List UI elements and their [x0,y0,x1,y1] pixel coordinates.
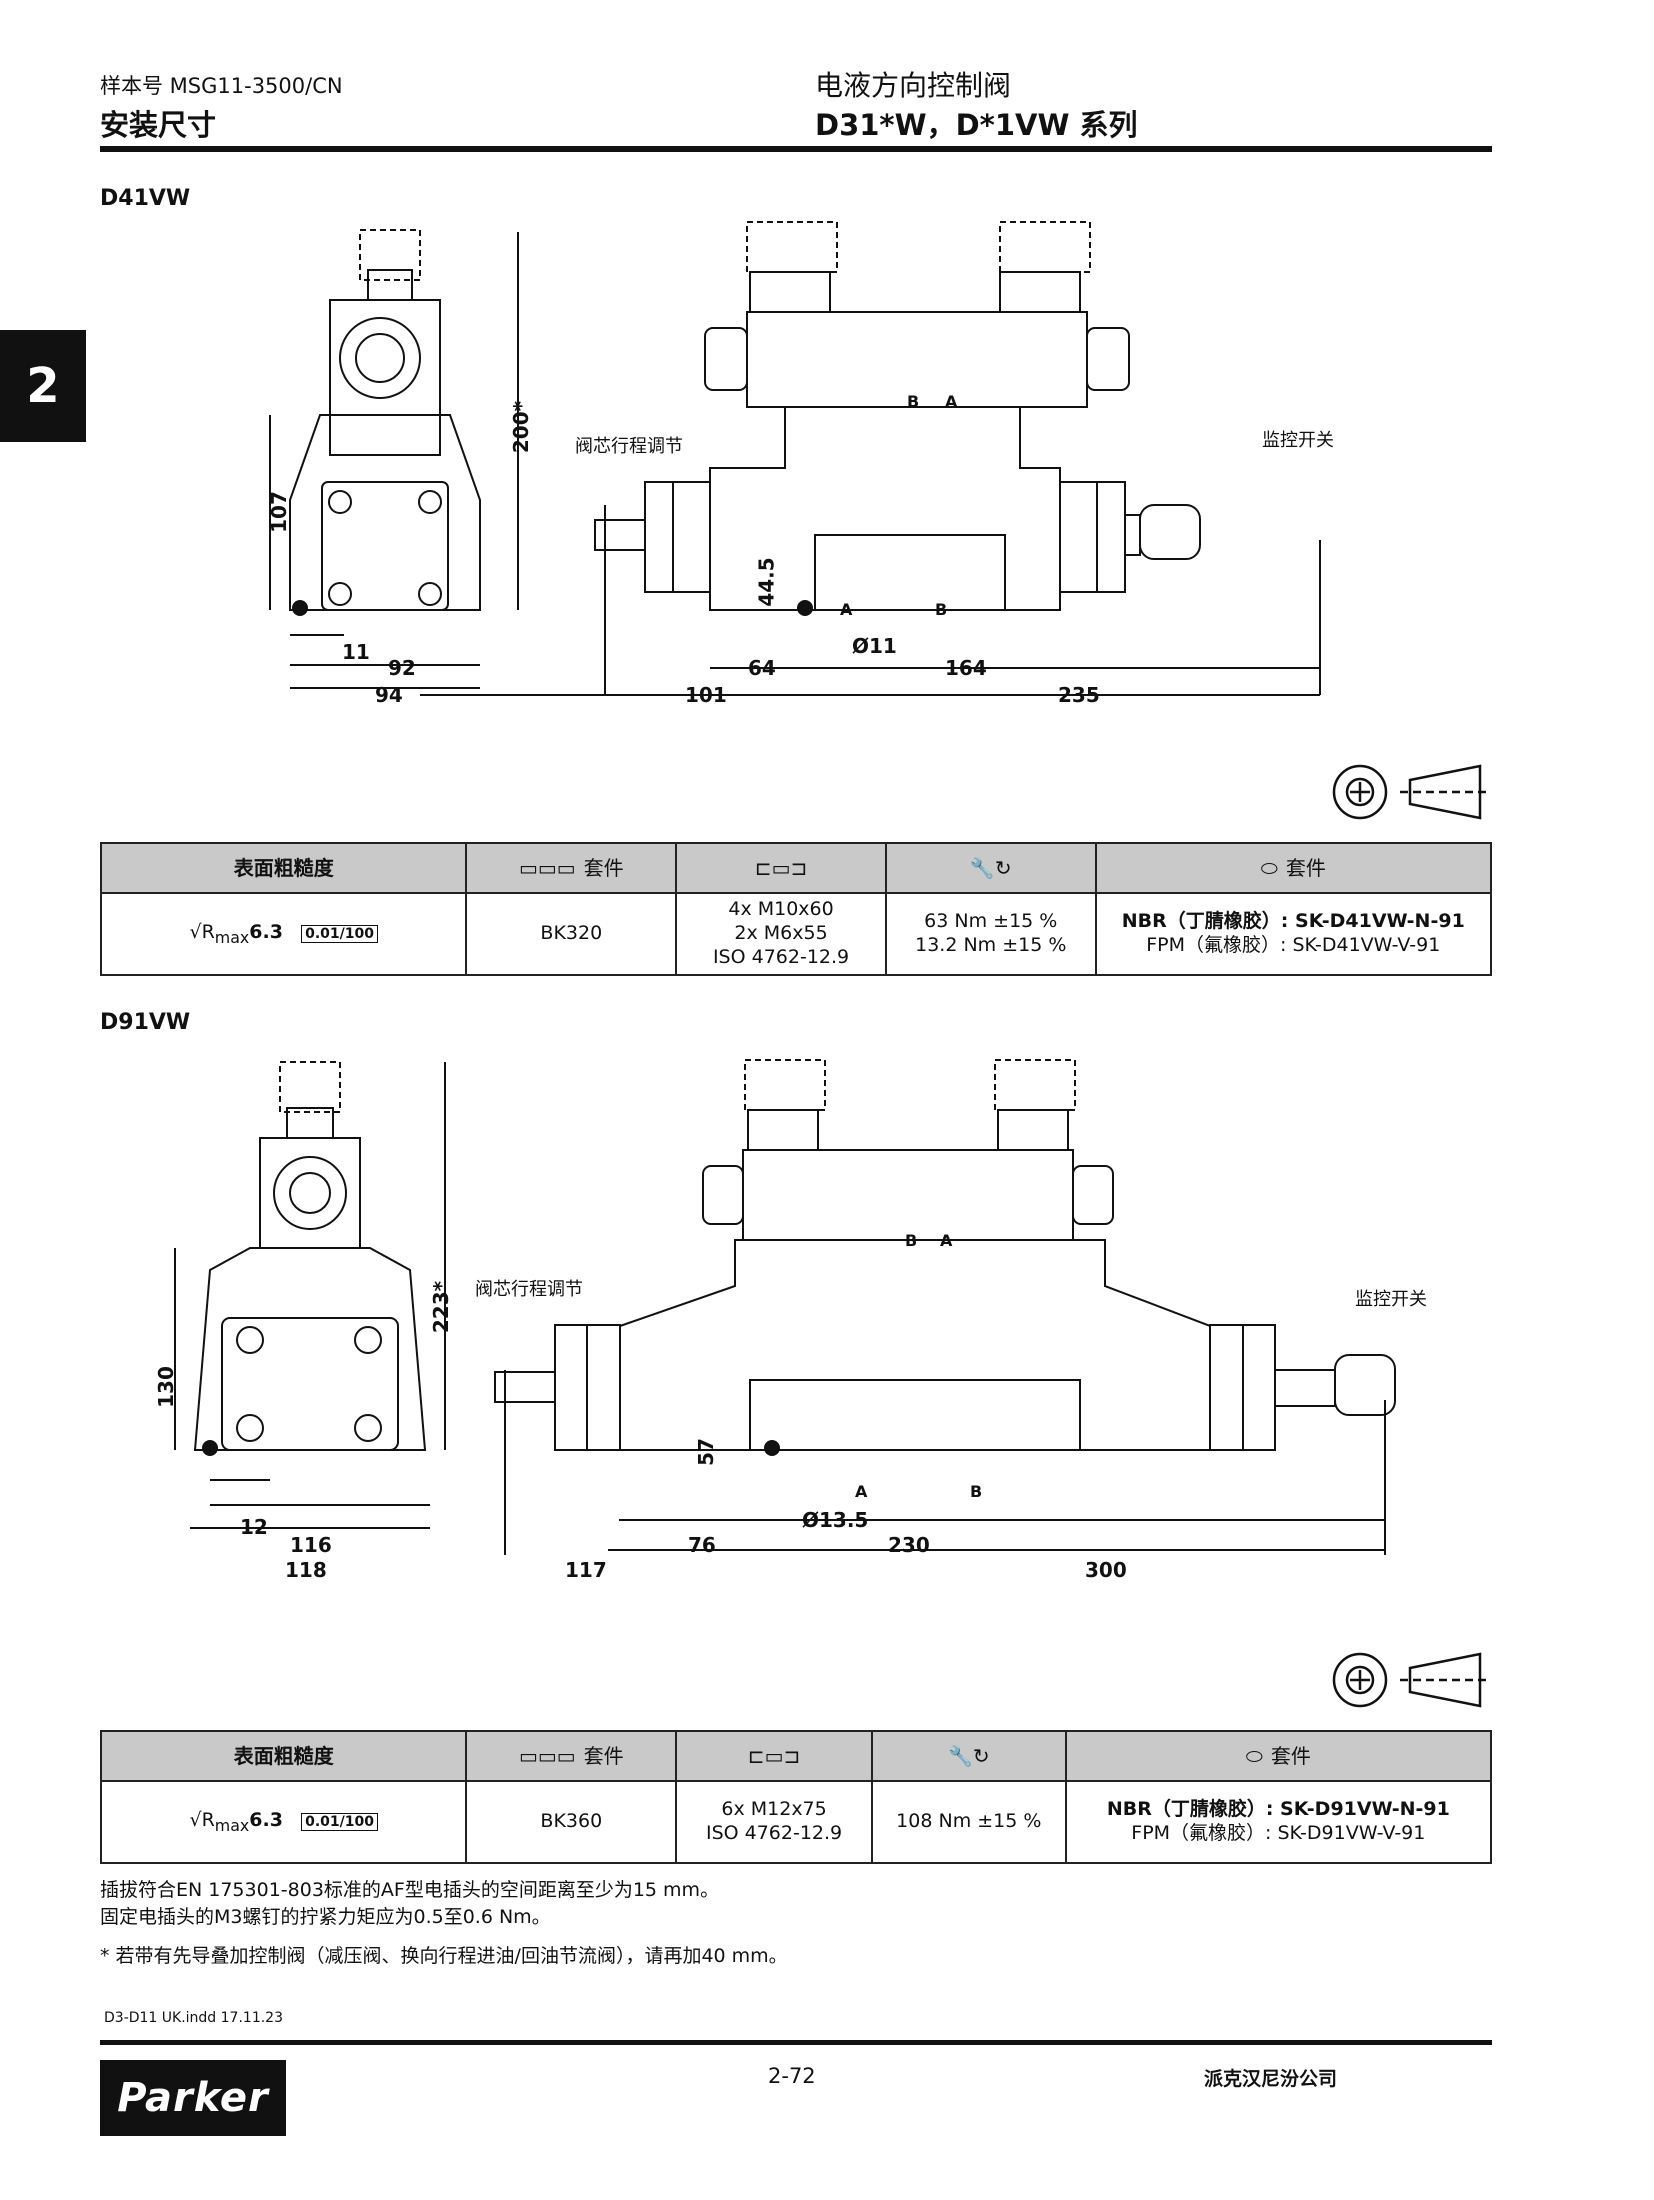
d91-spool-adjust-callout: 阀芯行程调节 [475,1279,583,1300]
footer-rule [100,2040,1492,2045]
d91-dim-130: 130 [153,1366,178,1408]
bolt-caliper-icon: ⊏▭⊐ [747,1743,801,1768]
d91-torque-value: 108 Nm ±15 % [870,1780,1067,1864]
d91-projection-symbol [1332,1652,1488,1708]
section-title: 安装尺寸 [100,108,217,142]
d41-kit-value: BK320 [465,892,678,976]
d91-dim-117: 117 [565,1558,607,1582]
d91-spec-table: 表面粗糙度 ▭▭▭套件 ⊏▭⊐ 🔧↻ ⬭套件 √Rmax6.3 0.01/100… [99,1730,1493,1864]
d91-dim-223: 223* [429,1280,454,1334]
d41-dim-107: 107 [266,491,291,533]
d91-th-bolts: ⊏▭⊐ [675,1730,873,1782]
header-rule [100,146,1492,152]
d41-roughness-cell: √Rmax6.3 0.01/100 [99,892,468,976]
d41-datum-mark-front [797,600,813,616]
d91-monitor-switch-callout: 监控开关 [1355,1289,1427,1310]
d41-dim-235: 235 [1058,683,1100,707]
d91-dim-116: 116 [290,1533,332,1557]
d91-port-a: A [940,1231,953,1250]
d41-label: D41VW [100,186,191,211]
footer-file: D3-D11 UK.indd 17.11.23 [104,2010,283,2026]
d91-port-a-low: A [855,1482,868,1501]
d91-th-roughness: 表面粗糙度 [99,1730,468,1782]
d41-port-b: B [907,392,920,411]
d91-label: D91VW [100,1010,191,1035]
d41-th-bolts: ⊏▭⊐ [675,842,887,894]
product-title: 电液方向控制阀 [815,69,1012,102]
d41-monitor-switch-callout: 监控开关 [1262,430,1334,451]
d41-drawing [269,221,1321,696]
note-pilot-valve: * 若带有先导叠加控制阀（减压阀、换向行程进油/回油节流阀），请再加40 mm。 [100,1945,788,1967]
wrench-icon: 🔧↻ [969,855,1012,880]
d41-th-seal: ⬭套件 [1094,842,1493,894]
d91-dim-dia13: Ø13.5 [802,1508,869,1532]
d41-spec-table: 表面粗糙度 ▭▭▭套件 ⊏▭⊐ 🔧↻ ⬭套件 √Rmax6.3 0.01/100… [99,842,1493,976]
d91-dim-76: 76 [688,1533,716,1557]
d41-torque-value: 63 Nm ±15 %13.2 Nm ±15 % [884,892,1097,976]
d41-spool-adjust-callout: 阀芯行程调节 [575,436,683,457]
d91-roughness-cell: √Rmax6.3 0.01/100 [99,1780,468,1864]
d91-port-b-low: B [970,1482,983,1501]
bolt-icon: ▭▭▭ [518,1743,576,1768]
d91-dim-300: 300 [1085,1558,1127,1582]
d41-dim-92: 92 [388,656,416,680]
d91-port-b: B [905,1231,918,1250]
d41-dim-44-5: 44.5 [754,557,779,607]
o-ring-icon: ⬭ [1245,1743,1263,1768]
chapter-tab: 2 [0,330,86,442]
d91-dim-230: 230 [888,1533,930,1557]
d91-dim-118: 118 [285,1558,327,1582]
d41-side-connector-outline [359,229,421,281]
d91-th-kit: ▭▭▭套件 [465,1730,678,1782]
bolt-caliper-icon: ⊏▭⊐ [754,855,808,880]
d41-dim-11: 11 [342,640,370,664]
d41-dim-64: 64 [748,656,776,680]
note-connector-space: 插拔符合EN 175301-803标准的AF型电插头的空间距离至少为15 mm。 [100,1879,720,1901]
product-series: D31*W，D*1VW 系列 [815,108,1138,142]
page-number: 2-72 [768,2064,816,2088]
d41-projection-symbol [1332,764,1488,820]
d91-drawing [174,1059,1396,1555]
catalog-number: 样本号 MSG11-3500/CN [100,74,343,98]
d91-datum-mark-front [764,1440,780,1456]
wrench-icon: 🔧↻ [947,1743,990,1768]
d91-dim-57: 57 [693,1438,718,1466]
d91-kit-value: BK360 [465,1780,678,1864]
d91-th-torque: 🔧↻ [870,1730,1067,1782]
o-ring-icon: ⬭ [1260,855,1278,880]
d91-th-seal: ⬭套件 [1064,1730,1493,1782]
d41-dim-200: 200* [509,400,534,454]
company-name: 派克汉尼汾公司 [1204,2068,1338,2090]
parker-logo: Parker [100,2060,286,2136]
d41-th-roughness: 表面粗糙度 [99,842,468,894]
note-screw-torque: 固定电插头的M3螺钉的拧紧力矩应为0.5至0.6 Nm。 [100,1906,551,1928]
d41-port-a: A [945,392,958,411]
d91-datum-mark [202,1440,218,1456]
d41-port-b-low: B [935,600,948,619]
d41-th-kit: ▭▭▭套件 [465,842,678,894]
bolt-icon: ▭▭▭ [518,855,576,880]
d91-dim-12: 12 [240,1515,268,1539]
d41-th-torque: 🔧↻ [884,842,1097,894]
d41-dim-dia11: Ø11 [852,634,897,658]
d41-dim-101: 101 [685,683,727,707]
d41-dim-94: 94 [375,683,403,707]
d41-dim-164: 164 [945,656,987,680]
d41-datum-mark [292,600,308,616]
d41-port-a-low: A [840,600,853,619]
